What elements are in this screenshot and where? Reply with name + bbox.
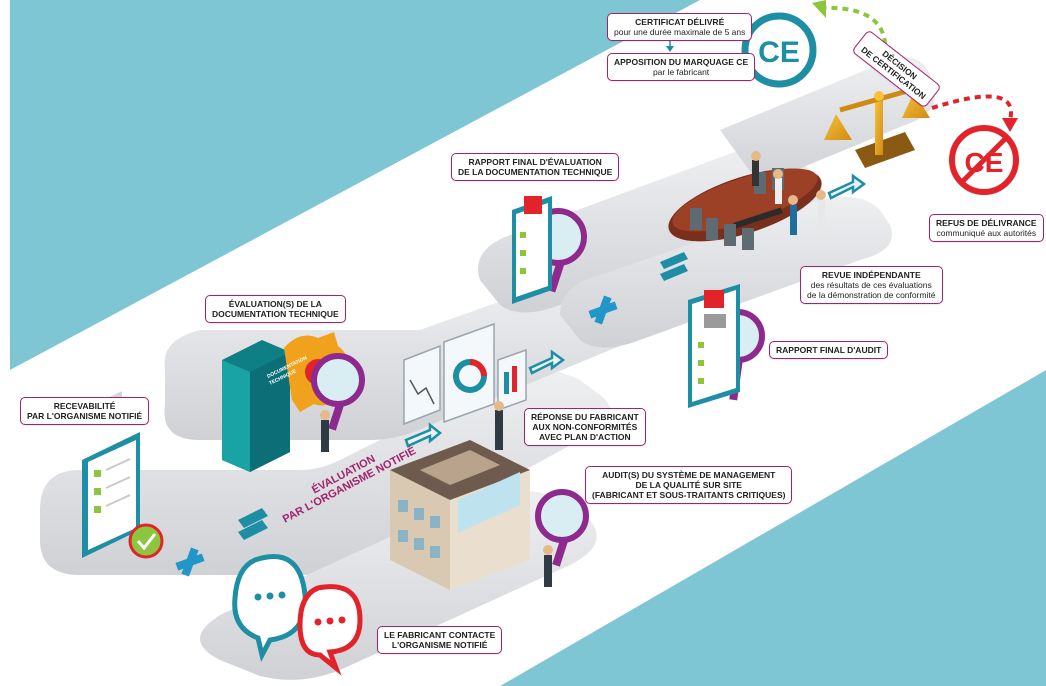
refusal-title: REFUS DE DÉLIVRANCE	[936, 218, 1037, 228]
plus-icon	[175, 547, 205, 577]
equals-icon	[238, 508, 268, 540]
certificate-delivered-detail: pour une durée maximale de 5 ans	[614, 27, 746, 37]
manufacturer-response-line2: AUX NON-CONFORMITÉS	[532, 422, 638, 432]
independent-review-detail1: des résultats de ces évaluations	[810, 280, 932, 290]
quality-system-audit-line1: AUDIT(S) DU SYSTÈME DE MANAGEMENT	[602, 470, 776, 480]
pathway-connector-arrows	[404, 173, 867, 448]
refusal-label: REFUS DE DÉLIVRANCE communiqué aux autor…	[929, 214, 1044, 242]
equals-icon-2	[660, 252, 688, 281]
magnifier-icon-2	[535, 489, 589, 567]
admissibility-label: RECEVABILITÉ PAR L'ORGANISME NOTIFIÉ	[20, 397, 150, 425]
approval-dashed-arrow	[819, 5, 888, 56]
technical-documentation-evaluation-line2: DOCUMENTATION TECHNIQUE	[212, 309, 339, 319]
quality-system-audit-line2: DE LA QUALITÉ SUR SITE	[635, 480, 742, 490]
report-clipboard-icon	[512, 196, 552, 304]
independent-review-title: REVUE INDÉPENDANTE	[821, 270, 921, 280]
factory-building-icon	[320, 410, 553, 590]
quality-system-audit-line3: (FABRICANT ET SOUS-TRAITANTS CRITIQUES)	[592, 490, 786, 500]
final-evaluation-report-line2: DE LA DOCUMENTATION TECHNIQUE	[458, 167, 613, 177]
plus-icon-2	[588, 295, 618, 325]
ce-mark-text: CE	[758, 36, 800, 69]
dashboard-screens-icon	[403, 322, 527, 450]
ce-marking-title: APPOSITION DU MARQUAGE CE	[614, 57, 749, 67]
refusal-arrowhead	[1002, 118, 1018, 132]
final-audit-report-line1: RAPPORT FINAL D'AUDIT	[776, 345, 882, 355]
audit-report-clipboard-icon	[688, 284, 740, 408]
quality-system-audit-label: AUDIT(S) DU SYSTÈME DE MANAGEMENT DE LA …	[585, 466, 793, 504]
manufacturer-contact-label: LE FABRICANT CONTACTE L'ORGANISME NOTIFI…	[377, 626, 503, 654]
independent-review-label: REVUE INDÉPENDANTE des résultats de ces …	[800, 266, 943, 304]
refusal-detail: communiqué aux autorités	[936, 228, 1037, 238]
manufacturer-response-line1: RÉPONSE DU FABRICANT	[531, 412, 639, 422]
manufacturer-response-line3: AVEC PLAN D'ACTION	[539, 432, 631, 442]
certificate-connector-arrowhead	[666, 46, 674, 52]
approval-arrowhead	[812, 0, 826, 18]
manufacturer-contact-line1: LE FABRICANT CONTACTE	[384, 630, 496, 640]
independent-review-detail2: de la démonstration de conformité	[807, 290, 936, 300]
meeting-table-icon	[668, 151, 826, 250]
final-evaluation-report-line1: RAPPORT FINAL D'ÉVALUATION	[468, 157, 602, 167]
ce-marking-detail: par le fabricant	[652, 67, 710, 77]
magnifier-icon	[311, 353, 365, 431]
ce-marking-label: APPOSITION DU MARQUAGE CE par le fabrica…	[607, 53, 756, 81]
refusal-dashed-arrow	[931, 94, 1013, 121]
final-audit-report-label: RAPPORT FINAL D'AUDIT	[769, 341, 889, 359]
technical-documentation-evaluation-label: ÉVALUATION(S) DE LA DOCUMENTATION TECHNI…	[205, 295, 346, 323]
final-evaluation-report-label: RAPPORT FINAL D'ÉVALUATION DE LA DOCUMEN…	[451, 153, 620, 181]
speech-bubbles-icon	[232, 554, 363, 676]
manufacturer-contact-line2: L'ORGANISME NOTIFIÉ	[391, 640, 488, 650]
manufacturer-response-label: RÉPONSE DU FABRICANT AUX NON-CONFORMITÉS…	[524, 408, 646, 446]
ce-mark-refused-icon: CE	[949, 125, 1019, 195]
admissibility-line2: PAR L'ORGANISME NOTIFIÉ	[27, 411, 143, 421]
admissibility-line1: RECEVABILITÉ	[53, 401, 116, 411]
clipboard-checklist-icon	[82, 391, 164, 559]
certificate-delivered-label: CERTIFICAT DÉLIVRÉ pour une durée maxima…	[607, 13, 753, 41]
technical-documentation-evaluation-line1: ÉVALUATION(S) DE LA	[228, 299, 322, 309]
ce-mark-icon: CE	[741, 12, 817, 88]
certificate-delivered-title: CERTIFICAT DÉLIVRÉ	[635, 17, 725, 27]
